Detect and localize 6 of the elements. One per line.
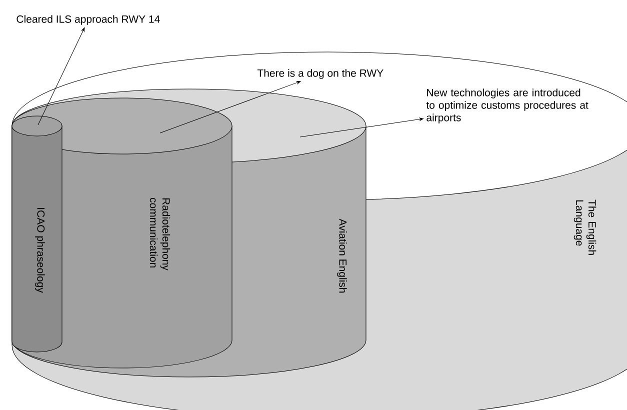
callout-text: There is a dog on the RWY xyxy=(257,69,384,79)
callout-text: Cleared ILS approach RWY 14 xyxy=(16,15,160,25)
callout-text: New technologies are introduced to optimize customs procedures at airports xyxy=(426,88,588,124)
leader-arrow xyxy=(160,81,301,134)
cylinder: ICAO phraseology xyxy=(12,116,62,352)
leader-arrow xyxy=(300,118,424,138)
